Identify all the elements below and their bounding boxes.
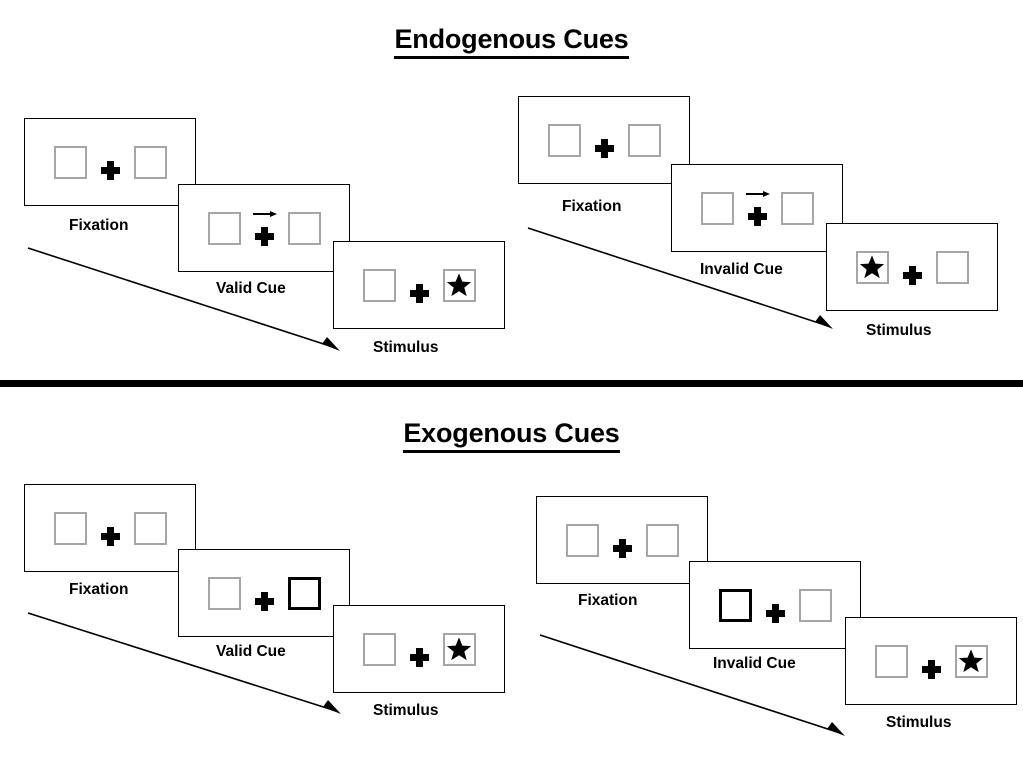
caption-endogenous-invalid-cue: Invalid Cue <box>700 261 783 278</box>
star-icon <box>859 254 885 280</box>
right-placeholder-box <box>645 523 679 557</box>
right-placeholder-box <box>798 588 832 622</box>
panel-exogenous-valid-stimulus[interactable] <box>333 605 505 693</box>
left-placeholder-box <box>207 211 241 245</box>
right-placeholder-box <box>442 632 476 666</box>
stimulus-row <box>207 575 321 611</box>
stimulus-row <box>565 522 679 558</box>
fixation-cross-icon <box>100 527 120 546</box>
stimulus-row <box>362 631 476 667</box>
fixation-cross-icon <box>409 648 429 667</box>
fixation-center <box>253 210 277 246</box>
star-icon <box>958 648 984 674</box>
fixation-cross-icon <box>902 266 922 285</box>
stimulus-row <box>53 510 167 546</box>
right-placeholder-box <box>442 268 476 302</box>
panel-endogenous-invalid-fixation[interactable] <box>518 96 690 184</box>
fixation-cross-icon <box>254 227 274 246</box>
right-placeholder-box <box>287 211 321 245</box>
section-divider <box>0 380 1023 387</box>
fixation-center <box>100 144 120 180</box>
right-placeholder-box-highlighted <box>287 576 321 610</box>
right-placeholder-box <box>954 644 988 678</box>
fixation-center <box>100 510 120 546</box>
sequence-arrow-exogenous-invalid <box>539 634 860 745</box>
section-title-endogenous: Endogenous Cues <box>0 24 1023 59</box>
fixation-cross-icon <box>254 592 274 611</box>
arrow-right-icon <box>746 190 771 199</box>
caption-exogenous-valid-stimulus: Stimulus <box>373 702 439 719</box>
panel-endogenous-valid-stimulus[interactable] <box>333 241 505 329</box>
fixation-cross-icon <box>409 284 429 303</box>
section-title-exogenous: Exogenous Cues <box>0 418 1023 453</box>
fixation-center <box>612 522 632 558</box>
stimulus-row <box>207 210 321 246</box>
left-placeholder-box <box>53 511 87 545</box>
section-title-endogenous-text: Endogenous Cues <box>394 24 629 59</box>
panel-endogenous-valid-cue[interactable] <box>178 184 350 272</box>
panel-exogenous-valid-fixation[interactable] <box>24 484 196 572</box>
star-icon <box>446 636 472 662</box>
fixation-center <box>254 575 274 611</box>
left-placeholder-box <box>700 191 734 225</box>
caption-endogenous-valid-cue: Valid Cue <box>216 280 286 297</box>
left-placeholder-box <box>53 145 87 179</box>
caption-endogenous-invalid-stimulus: Stimulus <box>866 322 932 339</box>
left-placeholder-box <box>362 632 396 666</box>
arrow-right-icon <box>253 210 278 219</box>
left-placeholder-box <box>855 250 889 284</box>
fixation-cross-icon <box>765 604 785 623</box>
fixation-cross-icon <box>594 139 614 158</box>
fixation-center <box>921 643 941 679</box>
caption-exogenous-invalid-stimulus: Stimulus <box>886 714 952 731</box>
caption-exogenous-invalid-fixation: Fixation <box>578 592 638 609</box>
left-placeholder-box <box>362 268 396 302</box>
fixation-center <box>409 631 429 667</box>
caption-exogenous-valid-fixation: Fixation <box>69 581 129 598</box>
stimulus-row <box>547 122 661 158</box>
caption-exogenous-valid-cue: Valid Cue <box>216 643 286 660</box>
left-placeholder-box <box>207 576 241 610</box>
star-icon <box>446 272 472 298</box>
panel-endogenous-invalid-cue[interactable] <box>671 164 843 252</box>
fixation-center <box>409 267 429 303</box>
right-placeholder-box <box>935 250 969 284</box>
fixation-cross-icon <box>612 539 632 558</box>
stimulus-row <box>53 144 167 180</box>
panel-exogenous-valid-cue[interactable] <box>178 549 350 637</box>
right-placeholder-box <box>780 191 814 225</box>
panel-exogenous-invalid-cue[interactable] <box>689 561 861 649</box>
left-placeholder-box <box>547 123 581 157</box>
right-placeholder-box <box>627 123 661 157</box>
stimulus-row <box>874 643 988 679</box>
panel-endogenous-valid-fixation[interactable] <box>24 118 196 206</box>
panel-exogenous-invalid-fixation[interactable] <box>536 496 708 584</box>
panel-endogenous-invalid-stimulus[interactable] <box>826 223 998 311</box>
caption-endogenous-invalid-fixation: Fixation <box>562 198 622 215</box>
fixation-center <box>902 249 922 285</box>
stimulus-row <box>718 587 832 623</box>
fixation-center <box>746 190 770 226</box>
caption-exogenous-invalid-cue: Invalid Cue <box>713 655 796 672</box>
left-placeholder-box <box>874 644 908 678</box>
fixation-cross-icon <box>100 161 120 180</box>
caption-endogenous-valid-fixation: Fixation <box>69 217 129 234</box>
stimulus-row <box>855 249 969 285</box>
stimulus-row <box>362 267 476 303</box>
fixation-center <box>594 122 614 158</box>
fixation-center <box>765 587 785 623</box>
fixation-cross-icon <box>921 660 941 679</box>
fixation-cross-icon <box>747 207 767 226</box>
caption-endogenous-valid-stimulus: Stimulus <box>373 339 439 356</box>
left-placeholder-box-highlighted <box>718 588 752 622</box>
right-placeholder-box <box>133 511 167 545</box>
left-placeholder-box <box>565 523 599 557</box>
panel-exogenous-invalid-stimulus[interactable] <box>845 617 1017 705</box>
right-placeholder-box <box>133 145 167 179</box>
stimulus-row <box>700 190 814 226</box>
section-title-exogenous-text: Exogenous Cues <box>403 418 620 453</box>
